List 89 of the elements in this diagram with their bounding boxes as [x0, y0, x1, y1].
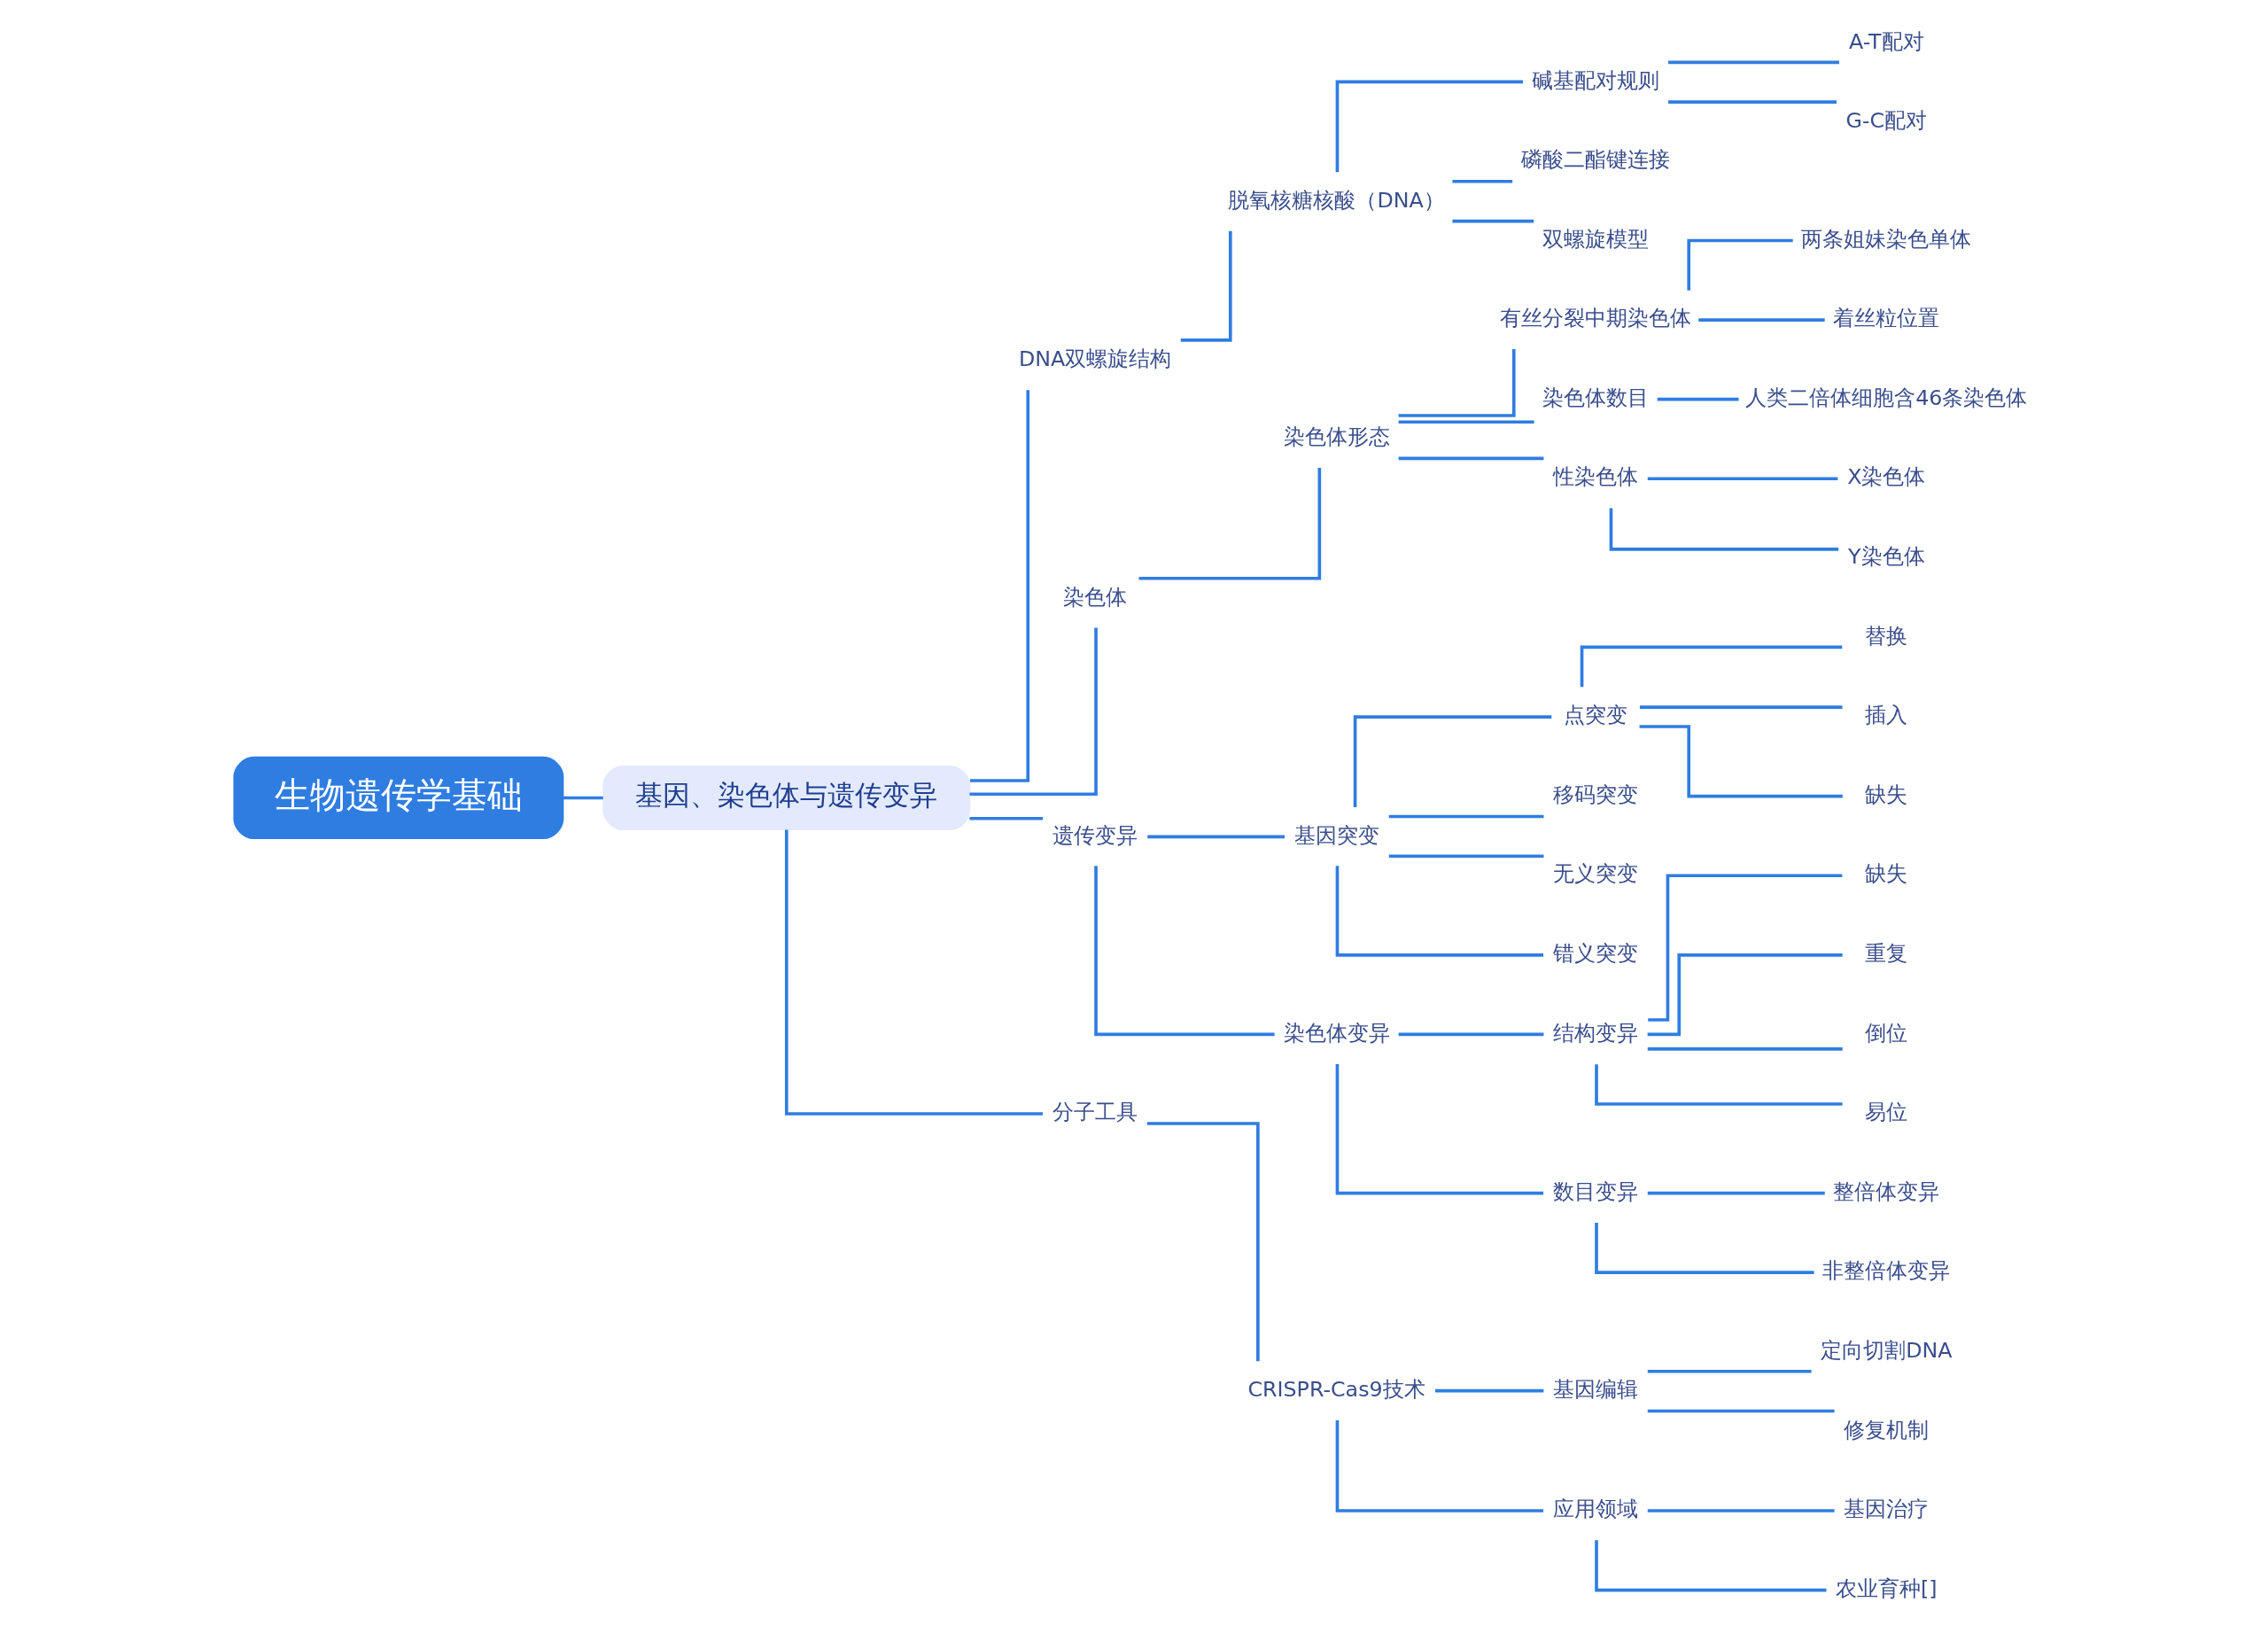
connector	[1609, 508, 1839, 551]
connector	[1180, 230, 1232, 342]
node-text: 定向切割DNA	[1821, 1338, 1953, 1364]
node-text: 有丝分裂中期染色体	[1500, 306, 1692, 331]
node-text: DNA双螺旋结构	[1018, 346, 1172, 372]
node-text: 数目变异	[1553, 1178, 1639, 1204]
node-text: 碱基配对规则	[1532, 67, 1660, 93]
connector	[1595, 1223, 1814, 1275]
node-text: 染色体数目	[1542, 385, 1650, 410]
node-text: 基因编辑	[1553, 1376, 1639, 1402]
node-text: X染色体	[1847, 464, 1926, 490]
connector	[1398, 456, 1544, 461]
connector	[1657, 397, 1739, 401]
node-text: 倒位	[1865, 1020, 1908, 1046]
connector	[1639, 705, 1843, 709]
connector	[1648, 874, 1843, 1022]
node-text: 脱氧核糖核酸（DNA）	[1228, 187, 1445, 213]
node-text: 染色体变异	[1283, 1020, 1390, 1046]
connector	[1398, 349, 1516, 417]
connector	[1335, 80, 1524, 173]
node-text: 性染色体	[1553, 464, 1639, 490]
node-text: 缺失	[1865, 782, 1908, 807]
node-text: 结构变异	[1553, 1020, 1639, 1046]
node-text: 染色体形态	[1283, 424, 1390, 449]
node-text: 移码突变	[1553, 782, 1639, 807]
node-box: 生物遗传学基础	[233, 756, 564, 840]
node-text: 重复	[1865, 941, 1908, 967]
connector	[1335, 866, 1544, 957]
node-text: 应用领域	[1553, 1497, 1639, 1522]
connector	[1595, 1540, 1827, 1592]
connector	[969, 627, 1098, 797]
connector	[1335, 1420, 1544, 1512]
node-text: 非整倍体变异	[1822, 1258, 1951, 1284]
node-text: 基因突变	[1293, 822, 1379, 848]
connector	[1647, 1409, 1835, 1413]
node-text: CRISPR-Cas9技术	[1247, 1376, 1425, 1402]
connector	[1388, 854, 1544, 859]
connector	[1647, 1191, 1825, 1195]
node-box: 基因、染色体与遗传变异	[602, 765, 971, 831]
node-text: 农业育种[]	[1836, 1575, 1938, 1601]
connector	[1353, 715, 1552, 807]
node-text: 磷酸二酯键连接	[1521, 147, 1671, 173]
node-text: 错义突变	[1553, 941, 1639, 967]
connector	[1138, 468, 1322, 580]
connector	[1647, 1047, 1843, 1051]
node-text: 基因治疗	[1844, 1497, 1930, 1522]
node-text: 整倍体变异	[1833, 1178, 1940, 1204]
node-text: 缺失	[1865, 861, 1908, 887]
node-text: 两条姐妹染色单体	[1801, 226, 1972, 252]
node-text: 人类二倍体细胞含46条染色体	[1745, 385, 2028, 410]
connector	[1335, 1064, 1544, 1195]
node-text: G-C配对	[1845, 108, 1928, 134]
connector	[1668, 100, 1837, 104]
connector	[1647, 1369, 1812, 1373]
connector	[1398, 420, 1534, 424]
connector	[1452, 179, 1513, 183]
node-text: 双螺旋模型	[1542, 226, 1650, 252]
connector	[1698, 318, 1825, 322]
node-text: 替换	[1865, 623, 1908, 649]
node-text: 无义突变	[1553, 861, 1639, 887]
connector	[1398, 1032, 1544, 1037]
connector	[1146, 1122, 1260, 1362]
node-text: 易位	[1865, 1100, 1908, 1125]
node-text: 分子工具	[1052, 1100, 1138, 1125]
connector	[563, 796, 603, 800]
connector	[1595, 1064, 1843, 1106]
connector	[1452, 219, 1534, 223]
connector	[1147, 835, 1285, 839]
node-text: 着丝粒位置	[1833, 306, 1940, 331]
connector	[784, 829, 1043, 1116]
node-text: 插入	[1865, 703, 1908, 728]
node-text: 染色体	[1063, 584, 1128, 610]
connector	[1687, 238, 1793, 291]
node-text: Y染色体	[1848, 544, 1925, 570]
node-text: 修复机制	[1844, 1417, 1930, 1442]
connector	[1388, 814, 1544, 819]
connector	[1639, 725, 1843, 798]
connector	[1094, 866, 1275, 1037]
connector	[970, 390, 1030, 782]
connector	[1668, 60, 1840, 65]
connector	[969, 816, 1044, 820]
connector	[1647, 953, 1843, 1037]
connector	[1647, 1509, 1835, 1512]
connector	[1580, 645, 1843, 688]
node-text: A-T配对	[1848, 28, 1924, 54]
node-text: 遗传变异	[1052, 822, 1138, 848]
node-text: 点突变	[1564, 703, 1628, 728]
connector	[1435, 1388, 1544, 1393]
connector	[1647, 477, 1838, 481]
